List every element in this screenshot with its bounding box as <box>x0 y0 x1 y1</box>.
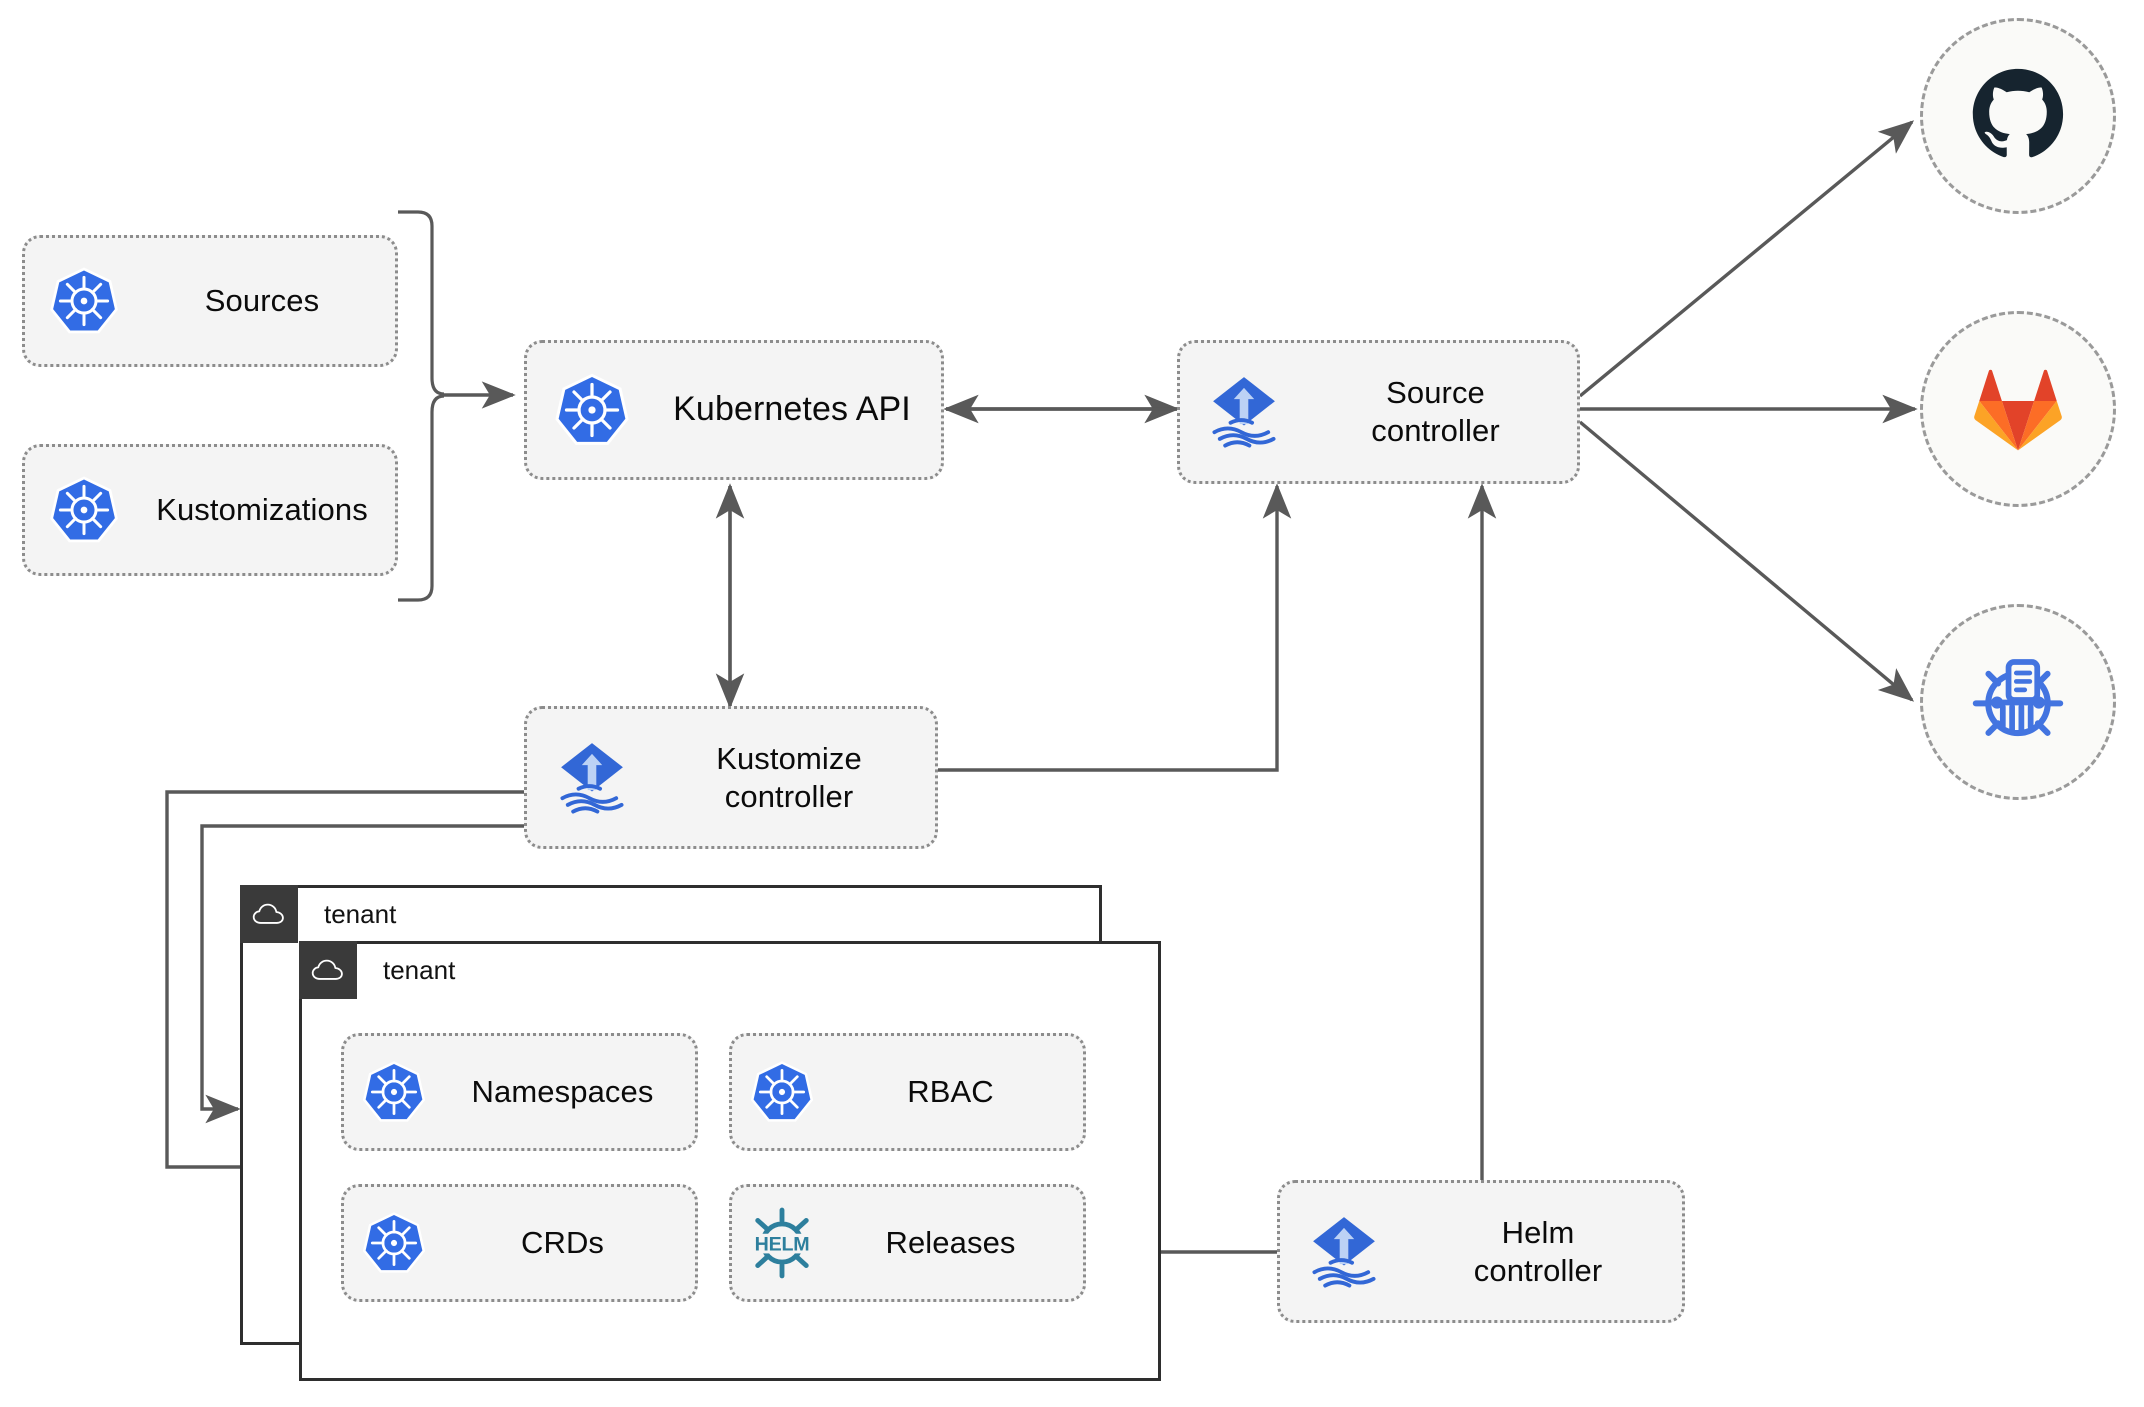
provider-bucket[interactable] <box>1920 604 2116 800</box>
node-kustomizations[interactable]: Kustomizations <box>22 444 398 576</box>
node-rbac[interactable]: RBAC <box>729 1033 1086 1151</box>
node-helm-controller[interactable]: Helm controller <box>1277 1180 1685 1323</box>
node-kustomize-controller[interactable]: Kustomize controller <box>524 706 938 849</box>
source-controller-line2: controller <box>1371 413 1500 448</box>
tenant-header-2: tenant <box>299 941 455 999</box>
edge-kustomize-to-tenant-1 <box>165 790 525 1182</box>
cloud-icon <box>240 885 298 943</box>
svg-text:HELM: HELM <box>755 1233 810 1255</box>
bucket-icon <box>1964 646 2072 759</box>
helm-controller-line2: controller <box>1473 1252 1603 1288</box>
kubernetes-icon <box>25 473 143 547</box>
edge-source-to-github <box>1578 120 1915 398</box>
kubernetes-icon <box>25 264 143 338</box>
kubernetes-icon <box>732 1058 832 1126</box>
node-releases[interactable]: HELM Releases <box>729 1184 1086 1302</box>
node-source-controller-label: Source controller <box>1308 374 1577 450</box>
kustomize-controller-line1: Kustomize <box>716 740 862 776</box>
node-kustomize-controller-label: Kustomize controller <box>657 740 935 816</box>
group-brace <box>398 210 445 602</box>
node-kustomizations-label: Kustomizations <box>156 492 368 528</box>
cloud-icon <box>299 941 357 999</box>
node-sources-label: Sources <box>204 283 320 319</box>
edge-kustomize-to-tenant-2 <box>200 824 525 1124</box>
helm-controller-line1: Helm <box>1501 1214 1575 1250</box>
helm-icon: HELM <box>732 1206 832 1280</box>
tenant-name-1: tenant <box>324 898 397 929</box>
kubernetes-icon <box>527 370 657 450</box>
flux-icon <box>1280 1209 1408 1295</box>
node-kubernetes-api-label: Kubernetes API <box>673 390 911 429</box>
edge-kustomize-to-source <box>938 483 1292 772</box>
github-icon <box>1966 62 2070 171</box>
gitlab-icon <box>1967 358 2069 461</box>
node-crds-label: CRDs <box>520 1225 605 1261</box>
node-helm-controller-label: Helm controller <box>1408 1214 1682 1290</box>
kubernetes-icon <box>344 1209 444 1277</box>
kubernetes-icon <box>344 1058 444 1126</box>
flux-icon <box>1180 369 1308 455</box>
edge-source-to-bucket <box>1578 420 1915 702</box>
provider-gitlab[interactable] <box>1920 311 2116 507</box>
node-crds[interactable]: CRDs <box>341 1184 698 1302</box>
node-source-controller[interactable]: Source controller <box>1177 340 1580 484</box>
tenant-header-1: tenant <box>240 885 396 943</box>
tenant-container-2[interactable]: tenant <box>299 941 1161 1381</box>
node-kubernetes-api[interactable]: Kubernetes API <box>524 340 944 480</box>
kustomize-controller-line2: controller <box>724 778 854 814</box>
node-releases-label: Releases <box>885 1225 1016 1261</box>
node-namespaces[interactable]: Namespaces <box>341 1033 698 1151</box>
node-rbac-label: RBAC <box>907 1074 994 1110</box>
tenant-name-2: tenant <box>383 954 456 985</box>
flux-icon <box>527 735 657 821</box>
node-sources[interactable]: Sources <box>22 235 398 367</box>
source-controller-line1: Source <box>1386 375 1485 411</box>
provider-github[interactable] <box>1920 18 2116 214</box>
node-namespaces-label: Namespaces <box>471 1074 654 1110</box>
